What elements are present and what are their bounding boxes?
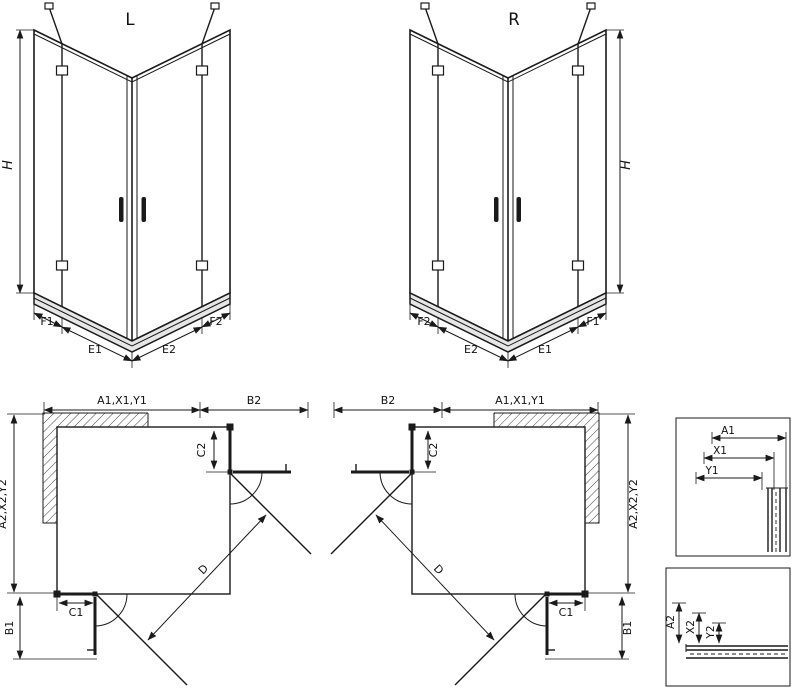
enclosure-footprint (56, 426, 231, 595)
dim-label-y2-detail: Y2 (705, 625, 717, 639)
dim-label-c1-left: C1 (69, 606, 84, 619)
bottom-dimension-chain-right: F2 E2 E1 F1 (409, 304, 607, 368)
hinge-point-icon (227, 469, 233, 475)
version-label-left: L (125, 10, 135, 29)
dim-label-h-left: H (1, 160, 16, 170)
height-dimension-right: H (606, 29, 634, 294)
detail-box (675, 417, 791, 557)
glass-panels-left (33, 28, 231, 342)
dim-label-e2-right: E2 (464, 343, 478, 356)
wall-hatch (493, 412, 600, 524)
dim-label-b1-left: B1 (3, 621, 16, 636)
b1-dimension: B1 (545, 596, 634, 660)
glass-panels-right (409, 28, 607, 342)
perspective-view-right: R (409, 2, 634, 368)
wall-profile-icon (53, 590, 61, 598)
dim-label-e1-right: E1 (538, 343, 552, 356)
hinge-point-icon (409, 469, 415, 475)
plan-view-left: D C2 C1 B1 A2,X2,Y2 (0, 394, 312, 686)
dim-label-a2-detail: A2 (665, 615, 677, 629)
c2-dimension: C2 (195, 430, 228, 473)
dim-label-b1-right: B1 (621, 621, 634, 636)
a2-dimension: A2,X2,Y2 (587, 413, 640, 594)
top-dimensions: A1,X1,Y1 B2 (43, 394, 309, 418)
wall-profile-icon (408, 423, 416, 431)
height-dimension-left: H (1, 29, 34, 294)
door-handle-icon (119, 197, 146, 222)
detail-box (665, 567, 791, 687)
detail-view-lower: A2 X2 Y2 (665, 567, 791, 687)
dim-label-a1-left: A1,X1,Y1 (97, 394, 147, 407)
fixed-glass-plan (408, 423, 589, 598)
dim-label-a2-left: A2,X2,Y2 (0, 479, 9, 529)
plan-view-right: D C2 C1 B1 A2,X2,Y2 (330, 394, 640, 686)
hinge-icon (431, 65, 585, 271)
enclosure-footprint (411, 426, 586, 595)
hinge-point-icon (544, 591, 550, 597)
open-doors-plan (330, 464, 555, 686)
wall-bracket-icon (44, 2, 220, 45)
b1-dimension: B1 (3, 596, 97, 660)
dim-label-y1-detail: Y1 (704, 465, 718, 477)
version-label-right: R (508, 10, 519, 29)
bottom-dimension-chain-left: F1 E1 E2 F2 (33, 304, 231, 368)
dim-label-x2-detail: X2 (685, 620, 697, 634)
wall-profile-section (685, 644, 788, 659)
dim-label-c1-right: C1 (559, 606, 574, 619)
dim-label-f2-left: F2 (209, 315, 222, 328)
dim-label-h-right: H (619, 160, 634, 170)
a2-dimension: A2,X2,Y2 (0, 413, 55, 594)
detail-view-upper: A1 X1 Y1 (675, 417, 791, 557)
c2-dimension: C2 (414, 430, 440, 473)
dim-label-a1-detail: A1 (721, 425, 735, 437)
wall-profile-icon (581, 590, 589, 598)
door-handle-icon (494, 197, 521, 222)
dim-label-a2-right: A2,X2,Y2 (627, 479, 640, 529)
dim-label-f2-right: F2 (417, 315, 430, 328)
diagonal-dimension: D (147, 514, 267, 641)
wall-hatch (42, 412, 149, 524)
diagonal-dimension: D (375, 514, 495, 641)
wall-profile-section (766, 487, 788, 552)
dim-label-f1-right: F1 (586, 315, 599, 328)
dim-label-b2-right: B2 (381, 394, 396, 407)
dim-label-f1-left: F1 (40, 315, 53, 328)
dim-label-a1-right: A1,X1,Y1 (495, 394, 545, 407)
wall-bracket-icon (420, 2, 596, 45)
wall-profile-icon (226, 423, 234, 431)
dim-label-x1-detail: X1 (713, 445, 727, 457)
hinge-icon (55, 65, 209, 271)
fixed-glass-plan (53, 423, 234, 598)
dim-label-c2-right: C2 (427, 443, 440, 458)
dim-label-b2-left: B2 (247, 394, 262, 407)
dim-label-e2-left: E2 (162, 343, 176, 356)
perspective-view-left: L (1, 2, 231, 368)
dim-label-e1-left: E1 (88, 343, 102, 356)
dim-label-c2-left: C2 (195, 443, 208, 458)
c1-dimension: C1 (56, 596, 96, 619)
top-dimensions: B2 A1,X1,Y1 (333, 394, 599, 418)
open-doors-plan (87, 464, 312, 686)
c1-dimension: C1 (546, 596, 586, 619)
hinge-point-icon (92, 591, 98, 597)
